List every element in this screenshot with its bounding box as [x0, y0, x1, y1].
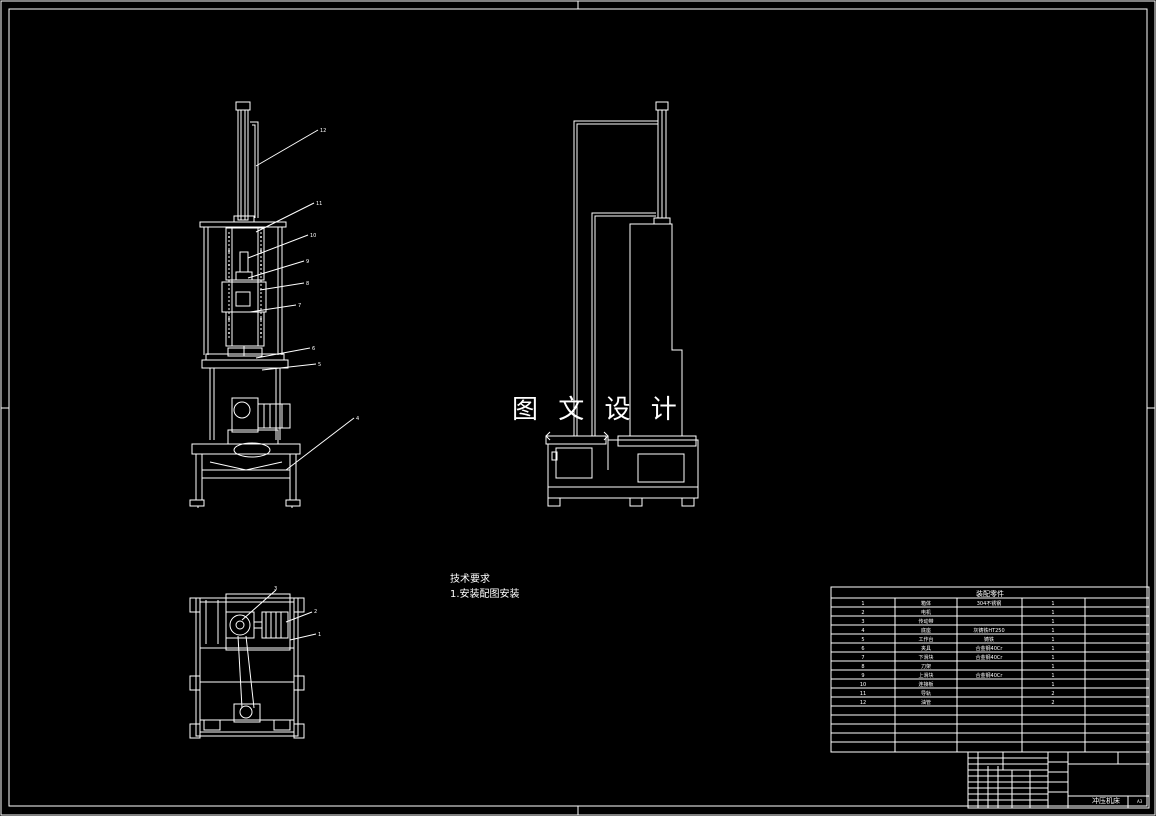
tech-requirements: 技术要求 1.安装配图安装: [450, 572, 520, 600]
parts-row-8-no: 8: [861, 664, 864, 670]
parts-row-9-qty: 1: [1051, 673, 1054, 679]
front-view-bolt-holes: [228, 236, 262, 334]
parts-row-3-name: 传动带: [918, 618, 933, 625]
parts-row-2-qty: 1: [1051, 610, 1054, 616]
parts-row-9-no: 9: [861, 673, 864, 679]
parts-row-5-material: 铸铁: [984, 636, 994, 643]
callout-2: 2: [314, 609, 317, 615]
callout-4: 4: [356, 416, 359, 422]
parts-row-11-no: 11: [860, 691, 866, 697]
parts-row-6-name: 夹具: [921, 645, 931, 652]
parts-row-3-qty: 1: [1051, 619, 1054, 625]
parts-row-12-no: 12: [860, 700, 866, 706]
parts-row-7-material: 合金钢40Cr: [976, 654, 1004, 661]
callout-5: 5: [318, 362, 321, 368]
callout-10: 10: [310, 233, 316, 239]
title-block-drawing-name: 冲压机床: [1092, 796, 1120, 805]
callout-8: 8: [306, 281, 309, 287]
parts-table-title: 装配零件: [976, 589, 1004, 598]
callout-9: 9: [306, 259, 309, 265]
parts-row-7-qty: 1: [1051, 655, 1054, 661]
callout-6: 6: [312, 346, 315, 352]
tech-requirements-title: 技术要求: [450, 572, 490, 585]
parts-row-9-name: 上滑块: [918, 672, 933, 679]
title-block-code: A3: [1137, 799, 1143, 804]
parts-row-5-no: 5: [861, 637, 864, 643]
parts-row-7-name: 下滑块: [918, 654, 933, 661]
parts-row-10-name: 连接板: [918, 681, 933, 688]
parts-row-4-qty: 1: [1051, 628, 1054, 634]
callout-7: 7: [298, 303, 301, 309]
parts-row-10-no: 10: [860, 682, 866, 688]
parts-row-3-no: 3: [861, 619, 864, 625]
parts-row-2-name: 电机: [921, 609, 931, 616]
parts-row-12-name: 油管: [921, 699, 931, 706]
title-block: [967, 751, 1150, 809]
callout-12: 12: [320, 128, 326, 134]
watermark: 图 文 设 计: [512, 395, 683, 425]
front-callouts: 12 11 10 9 8 7 6 5 4: [298, 128, 359, 422]
parts-row-11-qty: 2: [1051, 691, 1054, 697]
parts-row-4-material: 灰铸铁HT250: [973, 627, 1004, 634]
side-view: [545, 101, 699, 507]
parts-row-6-qty: 1: [1051, 646, 1054, 652]
parts-row-1-name: 箱体: [921, 600, 931, 607]
parts-row-7-no: 7: [861, 655, 864, 661]
parts-row-2-no: 2: [861, 610, 864, 616]
parts-row-6-no: 6: [861, 646, 864, 652]
parts-row-1-material: 304不锈钢: [977, 600, 1002, 607]
parts-row-8-qty: 1: [1051, 664, 1054, 670]
parts-row-8-name: 刀架: [921, 664, 931, 670]
tech-requirements-item-1: 1.安装配图安装: [450, 587, 520, 600]
parts-row-5-qty: 1: [1051, 637, 1054, 643]
parts-table: [830, 586, 1150, 753]
parts-row-4-no: 4: [861, 628, 864, 634]
parts-row-5-name: 工作台: [918, 636, 933, 643]
top-view: [189, 589, 317, 739]
callout-3: 3: [274, 586, 277, 592]
parts-row-10-qty: 1: [1051, 682, 1054, 688]
parts-row-4-name: 底座: [921, 627, 931, 634]
parts-table-rows: [831, 606, 1149, 743]
parts-row-1-no: 1: [861, 601, 864, 607]
top-callouts: 3 2 1: [274, 586, 321, 638]
front-view: [189, 101, 355, 508]
parts-row-1-qty: 1: [1051, 601, 1054, 607]
parts-row-12-qty: 2: [1051, 700, 1054, 706]
callout-11: 11: [316, 201, 322, 207]
parts-row-6-material: 合金钢40Cr: [976, 645, 1004, 652]
callout-1: 1: [318, 632, 321, 638]
parts-row-9-material: 合金钢40Cr: [976, 672, 1004, 679]
parts-row-11-name: 导轨: [921, 690, 931, 697]
